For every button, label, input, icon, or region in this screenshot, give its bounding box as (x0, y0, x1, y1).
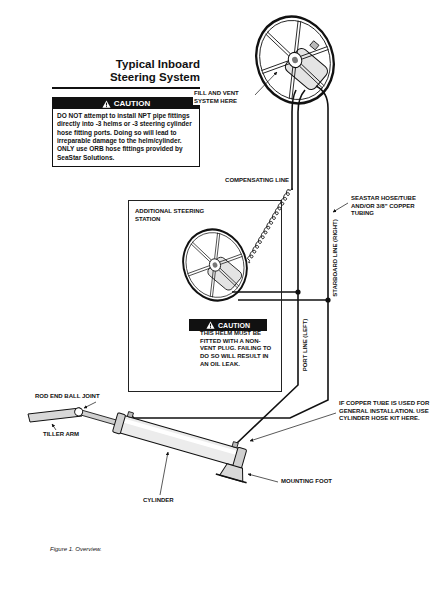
title-rule (52, 87, 200, 89)
leader-lines-part (52, 424, 56, 430)
steering-cylinder-part (216, 474, 247, 483)
main-helm (244, 6, 346, 115)
caution-text: DO NOT attempt to install NPT pipe fitti… (57, 112, 192, 161)
main-helm-part (310, 41, 319, 50)
caution-text: THIS HELM MUST BE FITTED WITH A NON-VENT… (200, 330, 271, 367)
caution-box: CAUTIONTHIS HELM MUST BE FITTED WITH A N… (189, 319, 267, 331)
steering-cylinder-part (127, 412, 133, 418)
caution-box: CAUTION DO NOT attempt to install NPT pip… (52, 97, 200, 167)
node-text-block: DO NOT attempt to install NPT pipe fitti… (53, 109, 199, 166)
caution-header: CAUTION (53, 98, 199, 109)
port-line (236, 90, 305, 444)
warning-icon-part (102, 100, 110, 107)
second-helm-part (173, 221, 256, 310)
node-text-block: THIS HELM MUST BE FITTED WITH A NON-VENT… (196, 327, 278, 372)
warning-icon-part (210, 324, 211, 327)
figure-caption: Figure 1. Overview. (50, 546, 102, 552)
main-helm-part (244, 6, 346, 115)
station-frame: ADDITIONAL STEERING STATION CAUTIONTHIS H… (128, 200, 282, 392)
warning-icon-part (106, 106, 107, 107)
node-text-block: ADDITIONAL STEERING STATION (135, 208, 209, 223)
steering-cylinder-part (115, 414, 245, 467)
warning-icon (102, 100, 111, 108)
part-label: COMPENSATING LINE (218, 177, 290, 185)
caution-heading: CAUTION (218, 322, 250, 329)
leader-lines-part (250, 413, 336, 441)
second-helm (173, 221, 256, 310)
tiller-arm (28, 408, 82, 422)
station-starboard-line (238, 299, 328, 301)
leader-lines-part (160, 452, 168, 495)
page-title: Typical Inboard Steering System (100, 58, 200, 84)
line-label: PORT LINE (LEFT) (302, 318, 310, 373)
steering-cylinder (69, 397, 257, 483)
warning-icon-part (210, 327, 211, 328)
steering-cylinder-part (120, 418, 242, 457)
tiller-arm-part (28, 408, 82, 422)
part-label: IF COPPER TUBE IS USED FOR GENERAL INSTA… (338, 400, 432, 423)
caution-heading: CAUTION (114, 99, 150, 108)
steering-cylinder-part (74, 407, 84, 417)
steering-cylinder-part (232, 442, 238, 448)
leader-lines-part (84, 402, 96, 408)
station-port-line (232, 291, 298, 293)
part-label: SEASTAR HOSE/TUBE AND/OR 3/8" COPPER TUB… (350, 195, 428, 218)
leader-lines-part (248, 474, 278, 482)
tee-fitting (326, 298, 330, 302)
part-label: CYLINDER (142, 497, 204, 505)
warning-icon-part (206, 321, 214, 328)
tee-fitting (296, 290, 300, 294)
warning-icon (206, 321, 215, 329)
part-label: FILL AND VENT SYSTEM HERE (193, 90, 255, 105)
part-label: TILLER ARM (42, 431, 104, 439)
compensating-line (292, 90, 296, 190)
steering-cylinder-part (112, 413, 125, 434)
station-label: ADDITIONAL STEERING STATION (135, 208, 204, 222)
leader-lines-part (254, 72, 277, 96)
part-label: ROD END BALL JOINT (34, 393, 118, 401)
caution-header: CAUTION (190, 320, 266, 330)
line-label: STARBOARD LINE (RIGHT) (332, 218, 340, 298)
warning-icon-part (106, 102, 107, 105)
part-label: MOUNTING FOOT (280, 478, 362, 486)
leader-lines-part (333, 203, 348, 212)
